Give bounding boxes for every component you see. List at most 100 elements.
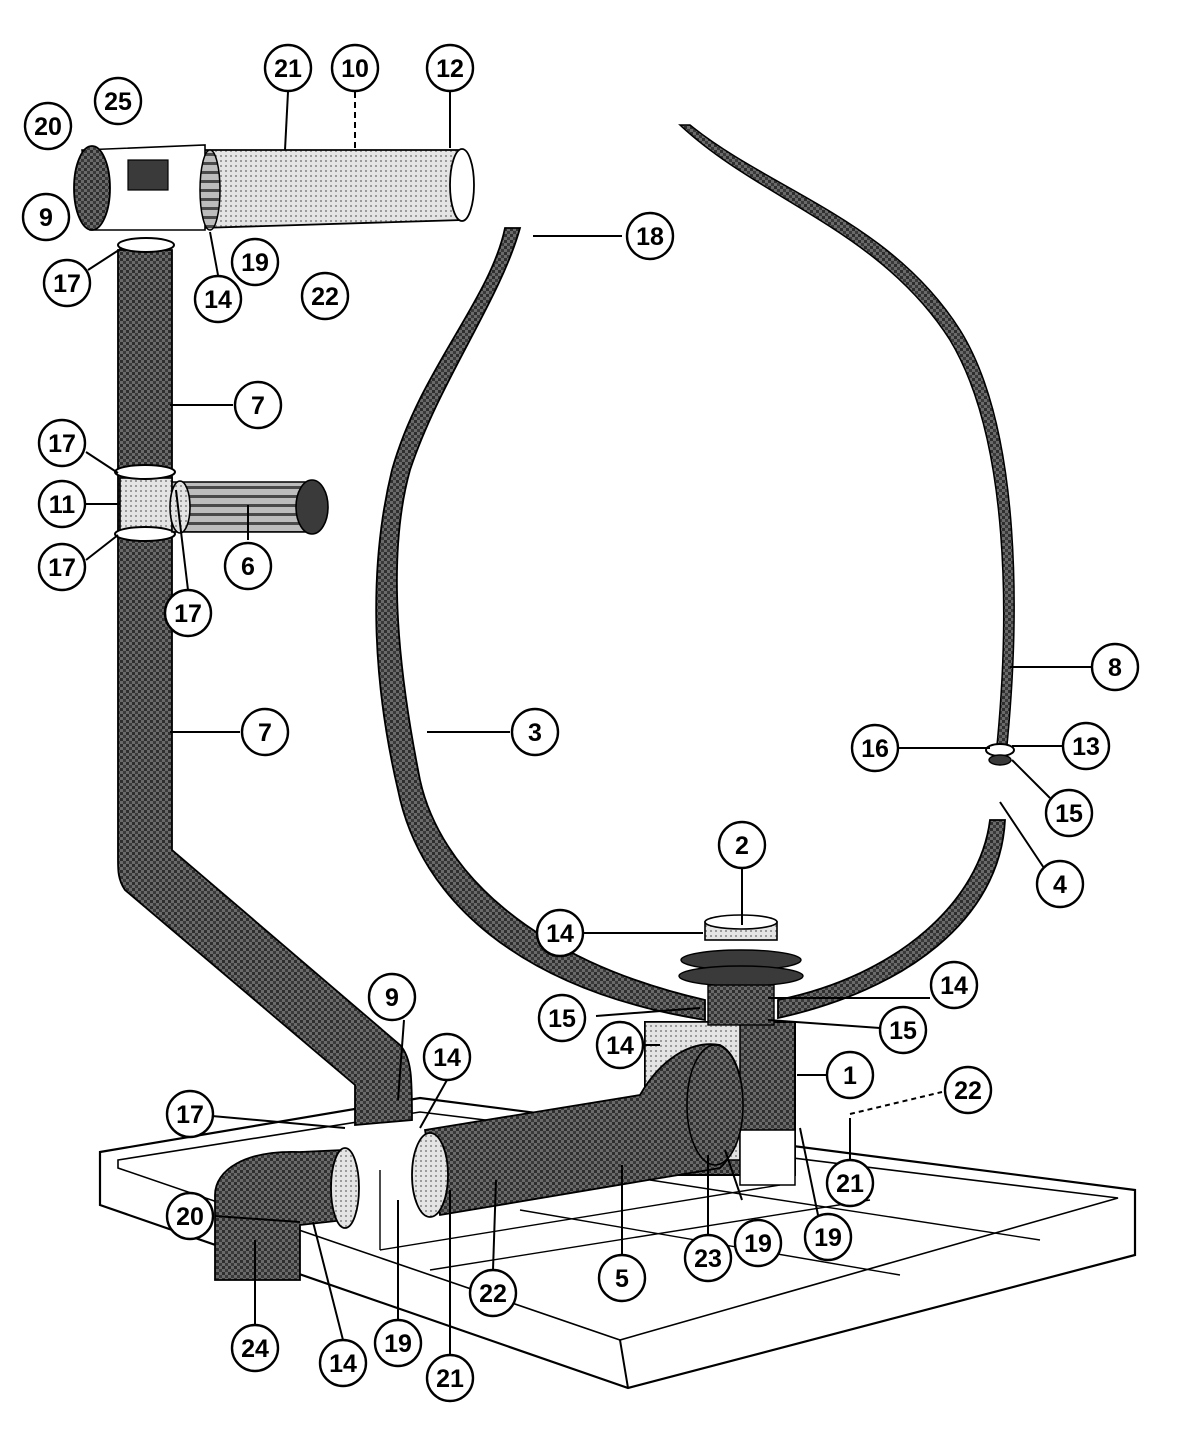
svg-text:22: 22 xyxy=(479,1280,507,1308)
svg-text:17: 17 xyxy=(174,600,202,628)
svg-text:7: 7 xyxy=(251,392,265,420)
callout-17-d: 17 xyxy=(163,588,213,638)
svg-text:16: 16 xyxy=(861,735,889,763)
svg-text:1: 1 xyxy=(843,1062,857,1090)
svg-text:17: 17 xyxy=(48,430,76,458)
callout-3: 3 xyxy=(510,707,560,757)
callout-7-upper: 7 xyxy=(233,380,283,430)
svg-text:19: 19 xyxy=(744,1230,772,1258)
svg-text:15: 15 xyxy=(1055,800,1083,828)
callout-14-outlet: 14 xyxy=(535,908,585,958)
callout-6: 6 xyxy=(223,541,273,591)
callout-15-mid: 15 xyxy=(878,1005,928,1055)
svg-text:14: 14 xyxy=(606,1032,634,1060)
callout-14-right: 14 xyxy=(929,960,979,1010)
svg-text:15: 15 xyxy=(889,1017,917,1045)
riser-hose xyxy=(117,249,413,1126)
main-duct-flange xyxy=(411,1132,449,1218)
base-pan xyxy=(98,1096,1137,1390)
callout-19-mid: 19 xyxy=(733,1218,783,1268)
callout-20-top: 20 xyxy=(23,101,73,151)
svg-text:15: 15 xyxy=(548,1005,576,1033)
main-duct-end xyxy=(686,1044,744,1166)
top-assembly xyxy=(73,144,475,231)
svg-text:13: 13 xyxy=(1072,733,1100,761)
callout-25: 25 xyxy=(93,76,143,126)
callout-22-right: 22 xyxy=(943,1065,993,1115)
callout-23: 23 xyxy=(683,1233,733,1283)
callout-7-lower: 7 xyxy=(240,707,290,757)
svg-text:21: 21 xyxy=(436,1365,464,1393)
svg-text:20: 20 xyxy=(34,113,62,141)
callout-19-top: 19 xyxy=(230,237,280,287)
callout-19-bottom: 19 xyxy=(373,1318,423,1368)
callout-12: 12 xyxy=(425,43,475,93)
callout-5: 5 xyxy=(597,1253,647,1303)
svg-text:21: 21 xyxy=(836,1170,864,1198)
svg-text:22: 22 xyxy=(954,1077,982,1105)
callout-1: 1 xyxy=(825,1050,875,1100)
tee-fitting xyxy=(114,464,176,542)
svg-text:10: 10 xyxy=(341,55,369,83)
callout-9-top: 9 xyxy=(21,192,71,242)
svg-text:9: 9 xyxy=(385,984,399,1012)
callout-22-top: 22 xyxy=(300,271,350,321)
callout-24: 24 xyxy=(230,1323,280,1373)
callout-21-bottom: 21 xyxy=(425,1353,475,1403)
callout-22-bottom: 22 xyxy=(468,1268,518,1318)
riser-top-clamp xyxy=(117,237,175,253)
callout-17-b: 17 xyxy=(37,418,87,468)
svg-text:17: 17 xyxy=(53,270,81,298)
svg-text:22: 22 xyxy=(311,283,339,311)
callout-9-bottom: 9 xyxy=(367,972,417,1022)
svg-text:25: 25 xyxy=(104,88,132,116)
svg-text:19: 19 xyxy=(814,1224,842,1252)
callout-17-bottom: 17 xyxy=(165,1089,215,1139)
svg-text:9: 9 xyxy=(39,204,53,232)
callout-20-bottom: 20 xyxy=(165,1191,215,1241)
svg-text:19: 19 xyxy=(241,249,269,277)
callout-17-a: 17 xyxy=(42,258,92,308)
callout-21-right: 21 xyxy=(825,1158,875,1208)
svg-text:24: 24 xyxy=(241,1335,269,1363)
callout-2: 2 xyxy=(717,820,767,870)
svg-text:14: 14 xyxy=(329,1350,357,1378)
callout-15-right: 15 xyxy=(1044,788,1094,838)
svg-text:14: 14 xyxy=(940,972,968,1000)
svg-text:2: 2 xyxy=(735,832,749,860)
callout-18: 18 xyxy=(625,211,675,261)
return-hose xyxy=(375,227,706,1022)
callout-14-housing: 14 xyxy=(595,1020,645,1070)
callout-15-left: 15 xyxy=(537,993,587,1043)
svg-text:19: 19 xyxy=(384,1330,412,1358)
hose-clamp xyxy=(985,743,1015,766)
svg-text:3: 3 xyxy=(528,719,542,747)
callout-14-top: 14 xyxy=(193,274,243,324)
svg-text:8: 8 xyxy=(1108,654,1122,682)
callout-14-bottom: 14 xyxy=(318,1338,368,1388)
svg-text:5: 5 xyxy=(615,1265,629,1293)
svg-text:11: 11 xyxy=(49,491,76,519)
callout-11: 11 xyxy=(37,479,87,529)
callout-17-c: 17 xyxy=(37,542,87,592)
callout-10: 10 xyxy=(330,43,380,93)
callout-8: 8 xyxy=(1090,642,1140,692)
branch-hose xyxy=(169,479,329,535)
wire-hose xyxy=(678,124,1015,756)
svg-text:14: 14 xyxy=(204,286,232,314)
svg-text:7: 7 xyxy=(258,719,272,747)
svg-text:20: 20 xyxy=(176,1203,204,1231)
svg-text:17: 17 xyxy=(176,1101,204,1129)
svg-text:23: 23 xyxy=(694,1245,722,1273)
svg-text:14: 14 xyxy=(546,920,574,948)
svg-text:17: 17 xyxy=(48,554,76,582)
callout-21-top: 21 xyxy=(263,43,313,93)
svg-text:18: 18 xyxy=(636,223,664,251)
svg-text:6: 6 xyxy=(241,553,255,581)
callout-14-bend: 14 xyxy=(422,1032,472,1082)
svg-text:21: 21 xyxy=(274,55,302,83)
svg-text:4: 4 xyxy=(1053,871,1067,899)
elbow xyxy=(214,1147,360,1281)
svg-text:14: 14 xyxy=(433,1044,461,1072)
